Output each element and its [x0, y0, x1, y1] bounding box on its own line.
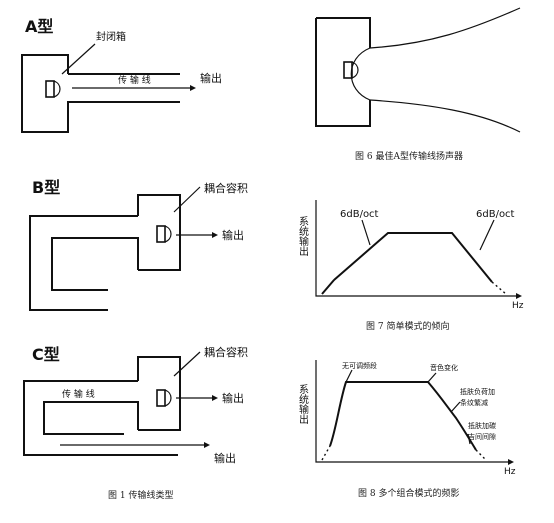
- fig8-ann-mid-right-leader: [450, 401, 461, 413]
- fig8-ann-low-right-2: 吉间间隙: [468, 432, 496, 441]
- fig7-axes: [315, 200, 520, 297]
- fig8-curve-tail: [475, 449, 487, 461]
- fig8-ann-mid-right-1: 抵肤负荷加: [460, 387, 495, 396]
- type-a-driver-leader: [61, 43, 96, 75]
- fig8-ann-top-left-leader: [345, 369, 353, 383]
- fig6-enclosure-upper: [316, 17, 371, 48]
- type-c-arrow-1: [212, 395, 218, 401]
- type-c-chamber-leader: [173, 351, 201, 377]
- fig8-axes: [315, 360, 512, 463]
- fig8-xlabel: Hz: [504, 467, 516, 477]
- fig6-driver-magnet: [343, 61, 353, 79]
- type-c-diagram: C型 耦合容积 传 输 线 输出 输出: [23, 345, 248, 465]
- figure-6-caption: 图 6 最佳A型传输线扬声器: [355, 150, 463, 162]
- type-c-output-label-1: 输出: [222, 391, 244, 405]
- type-b-diagram: B型 耦合容积 输出: [29, 178, 248, 311]
- fig6-throat: [350, 47, 371, 101]
- type-c-output-label-2: 输出: [214, 451, 236, 465]
- type-c-chamber: [137, 356, 181, 431]
- fig6-horn-bottom: [369, 99, 521, 133]
- type-c-arrow-2: [204, 442, 210, 448]
- type-c-title: C型: [32, 345, 60, 364]
- type-c-driver-magnet: [156, 389, 166, 407]
- type-b-chamber-leader: [173, 186, 201, 213]
- fig8-x-arrow: [508, 459, 514, 465]
- fig7-xlabel: Hz: [512, 301, 524, 311]
- type-b-arrow: [212, 232, 218, 238]
- type-a-driver-magnet: [45, 80, 55, 98]
- fig8-ann-low-right-leader: [467, 433, 471, 445]
- fig6-driver-cone: [351, 61, 359, 79]
- type-a-arrow: [190, 85, 196, 91]
- fig8-curve-head: [321, 445, 331, 461]
- type-a-pipe-label: 传 输 线: [118, 74, 151, 86]
- type-b-pipe-inner: [51, 237, 139, 291]
- fig8-ann-mid-right-2: 条纹繁减: [460, 398, 488, 407]
- fig7-slope-left: 6dB/oct: [340, 209, 379, 220]
- fig7-slope-left-leader: [361, 219, 371, 246]
- type-c-pipe-outer: [23, 380, 178, 456]
- type-c-pipe-inner: [43, 401, 139, 435]
- fig7-curve-tail: [491, 281, 507, 295]
- fig8-ann-top-right: 音色变化: [430, 363, 458, 372]
- type-c-chamber-label: 耦合容积: [204, 345, 248, 359]
- type-b-title: B型: [32, 178, 60, 197]
- type-c-driver-cone: [164, 389, 172, 407]
- type-b-driver-cone: [164, 225, 172, 243]
- type-a-driver-cone: [53, 80, 61, 98]
- type-a-output-label: 输出: [200, 71, 222, 85]
- figure-8-graph: 系统输出 Hz 无可调频段 音色变化 抵肤负荷加 条纹繁减 抵肤加碳 吉间间隙: [297, 360, 516, 477]
- fig8-ann-low-right-1: 抵肤加碳: [468, 421, 496, 430]
- type-b-chamber: [137, 194, 181, 271]
- fig8-ann-top-left: 无可调频段: [342, 361, 377, 370]
- type-a-diagram: A型 封闭箱 传 输 线 输出: [21, 17, 222, 133]
- type-b-pipe-outer: [29, 215, 138, 311]
- type-a-title: A型: [25, 17, 53, 36]
- fig7-slope-right-leader: [479, 219, 495, 251]
- figure-7-graph: 系统输出 Hz 6dB/oct 6dB/oct: [297, 200, 524, 311]
- fig6-enclosure-lower: [315, 18, 371, 127]
- fig7-x-arrow: [516, 293, 522, 299]
- type-b-driver-magnet: [156, 225, 166, 243]
- figure-8-caption: 图 8 多个组合模式的频影: [358, 487, 459, 499]
- fig6-horn-top: [369, 7, 521, 49]
- fig7-response-curve: [321, 232, 493, 295]
- fig8-response-curve: [329, 381, 477, 451]
- fig7-slope-right: 6dB/oct: [476, 209, 515, 220]
- type-b-chamber-label: 耦合容积: [204, 181, 248, 195]
- fig7-ylabel: 系统输出: [297, 216, 309, 256]
- type-a-driver-label: 封闭箱: [96, 30, 126, 43]
- figure-1-caption: 图 1 传输线类型: [108, 489, 173, 501]
- fig8-ylabel: 系统输出: [297, 384, 309, 424]
- figure-6-diagram: [315, 7, 521, 133]
- type-c-pipe-label: 传 输 线: [62, 388, 95, 400]
- type-a-enclosure: [21, 54, 180, 133]
- type-b-output-label: 输出: [222, 228, 244, 242]
- fig8-ann-top-right-leader: [427, 372, 437, 383]
- figure-7-caption: 图 7 简单模式的倾向: [366, 320, 449, 332]
